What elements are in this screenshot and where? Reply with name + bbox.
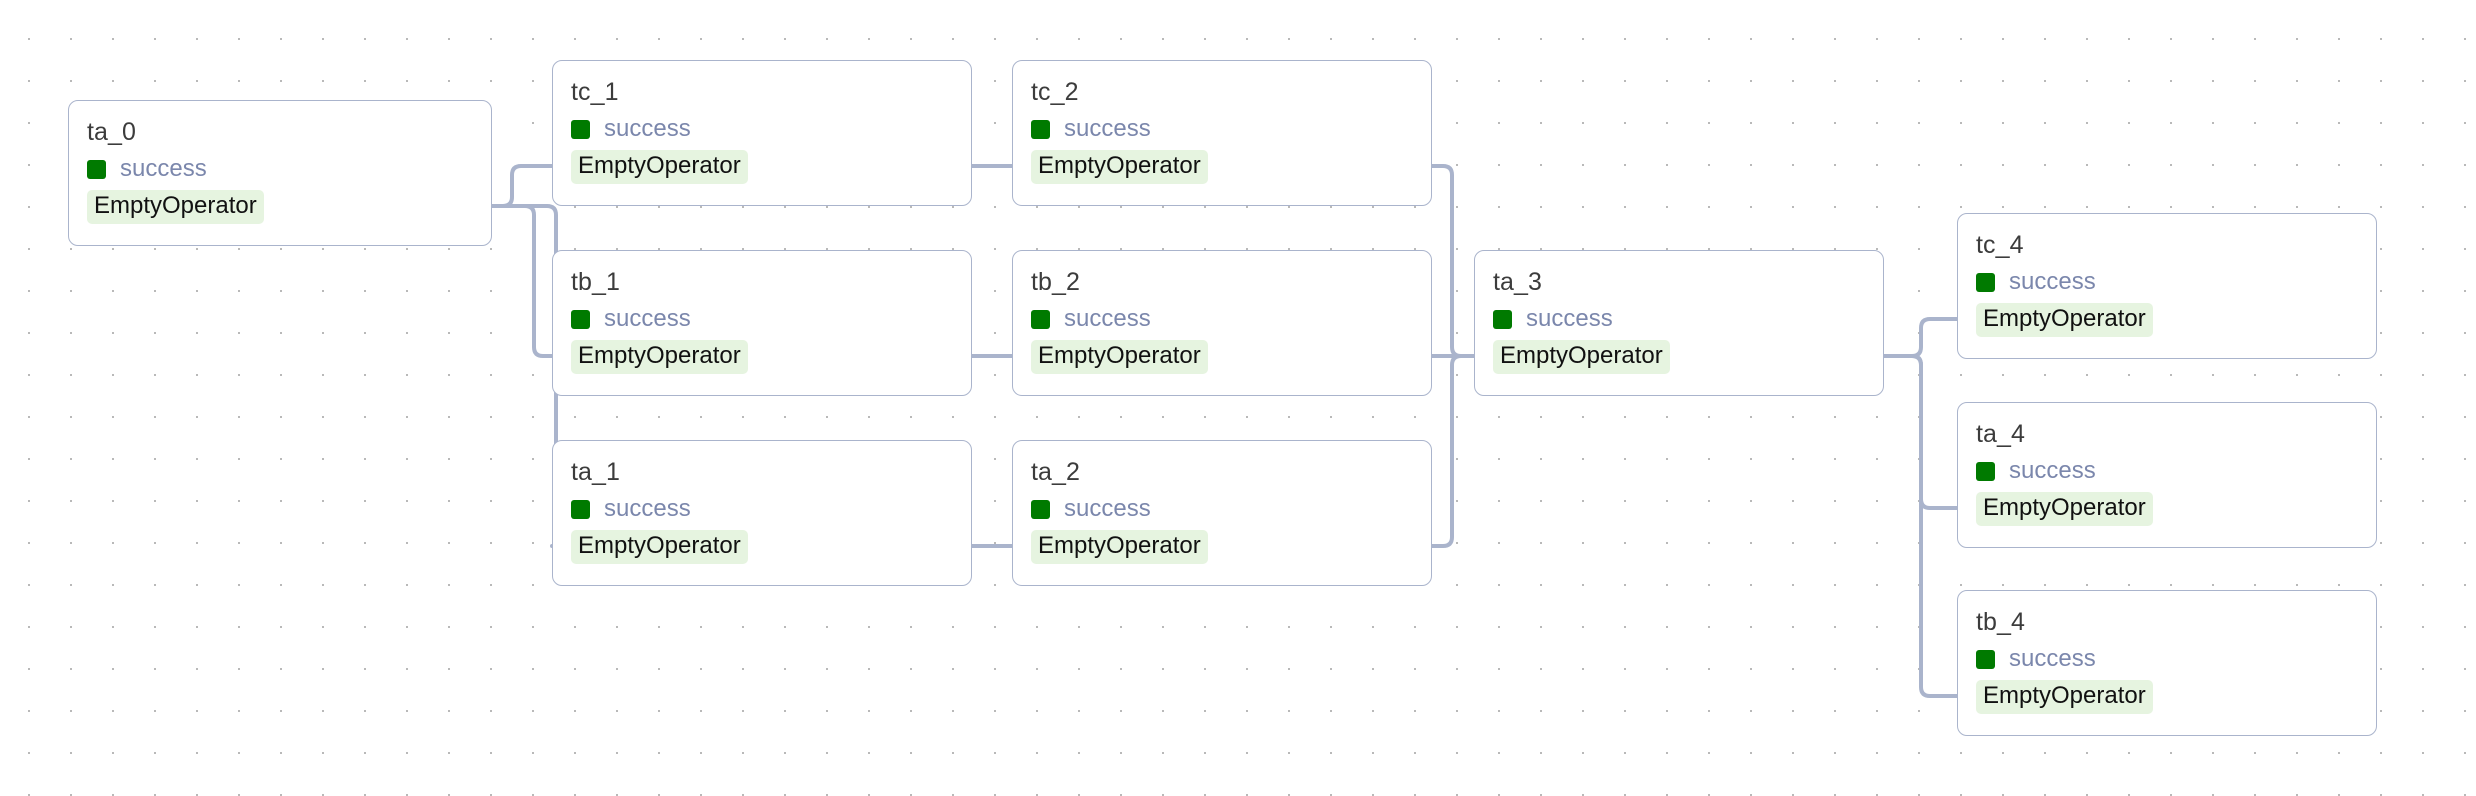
dag-edge-ta_0->ta_1 [490,204,558,548]
dag-node-operator-badge: EmptyOperator [1976,303,2153,337]
dag-node-title: tb_2 [1031,268,1081,296]
dag-node-status-label: success [2009,457,2096,484]
dag-node-ta_1[interactable]: ta_1 success EmptyOperator [552,440,972,586]
dag-node-title: tb_4 [1976,608,2026,636]
dag-node-ta_0[interactable]: ta_0 success EmptyOperator [68,100,492,246]
dag-node-status: success [1031,306,1413,332]
status-success-icon [1976,649,1995,669]
dag-node-status-label: success [604,305,691,332]
dag-node-status: success [571,116,953,142]
dag-edge-ta_0->tb_1 [490,204,554,358]
dag-node-status-label: success [2009,645,2096,672]
dag-node-title: tc_2 [1031,78,1079,106]
dag-node-status: success [1031,116,1413,142]
dag-node-tb_1[interactable]: tb_1 success EmptyOperator [552,250,972,396]
dag-node-status: success [571,306,953,332]
status-success-icon [571,309,590,329]
dag-node-title: tc_4 [1976,231,2024,259]
dag-edge-ta_2->ta_3 [1430,354,1476,548]
status-success-icon [571,119,590,139]
dag-node-title: tc_1 [571,78,619,106]
status-success-icon [1976,461,1995,481]
dag-node-operator-badge: EmptyOperator [1976,492,2153,526]
dag-node-operator-badge: EmptyOperator [1976,680,2153,714]
dag-edge-ta_3->tc_4 [1882,317,1959,358]
dag-node-status: success [1031,496,1413,522]
dag-node-status-label: success [2009,268,2096,295]
dag-node-status: success [1493,306,1865,332]
dag-node-status: success [87,156,473,182]
dag-node-tc_2[interactable]: tc_2 success EmptyOperator [1012,60,1432,206]
dag-node-title: tb_1 [571,268,621,296]
dag-node-status-label: success [1064,495,1151,522]
dag-node-status-label: success [604,115,691,142]
dag-node-status: success [1976,646,2358,672]
dag-node-title: ta_4 [1976,420,2026,448]
status-success-icon [1976,272,1995,292]
dag-edge-ta_3->tb_4 [1882,354,1959,698]
dag-node-title: ta_0 [87,118,137,146]
dag-node-tb_2[interactable]: tb_2 success EmptyOperator [1012,250,1432,396]
dag-edge-tc_2->ta_3 [1430,164,1476,358]
dag-node-ta_3[interactable]: ta_3 success EmptyOperator [1474,250,1884,396]
dag-node-operator-badge: EmptyOperator [571,340,748,374]
dag-node-tc_1[interactable]: tc_1 success EmptyOperator [552,60,972,206]
dag-node-operator-badge: EmptyOperator [571,150,748,184]
dag-node-status: success [571,496,953,522]
dag-node-title: ta_2 [1031,458,1081,486]
status-success-icon [87,159,106,179]
dag-node-status-label: success [1526,305,1613,332]
dag-node-title: ta_3 [1493,268,1543,296]
status-success-icon [571,499,590,519]
dag-node-operator-badge: EmptyOperator [1031,340,1208,374]
dag-node-operator-badge: EmptyOperator [1031,150,1208,184]
dag-node-operator-badge: EmptyOperator [571,530,748,564]
dag-node-status: success [1976,458,2358,484]
status-success-icon [1031,119,1050,139]
dag-node-operator-badge: EmptyOperator [87,190,264,224]
dag-node-status: success [1976,269,2358,295]
dag-node-status-label: success [604,495,691,522]
status-success-icon [1031,309,1050,329]
dag-edge-ta_0->tc_1 [490,164,554,208]
dag-node-operator-badge: EmptyOperator [1493,340,1670,374]
dag-edge-ta_3->ta_4 [1882,354,1959,510]
dag-node-operator-badge: EmptyOperator [1031,530,1208,564]
status-success-icon [1493,309,1512,329]
dag-node-status-label: success [1064,305,1151,332]
status-success-icon [1031,499,1050,519]
dag-node-tc_4[interactable]: tc_4 success EmptyOperator [1957,213,2377,359]
dag-node-ta_2[interactable]: ta_2 success EmptyOperator [1012,440,1432,586]
dag-node-ta_4[interactable]: ta_4 success EmptyOperator [1957,402,2377,548]
dag-node-tb_4[interactable]: tb_4 success EmptyOperator [1957,590,2377,736]
dag-node-status-label: success [1064,115,1151,142]
dag-node-status-label: success [120,155,207,182]
dag-node-title: ta_1 [571,458,621,486]
